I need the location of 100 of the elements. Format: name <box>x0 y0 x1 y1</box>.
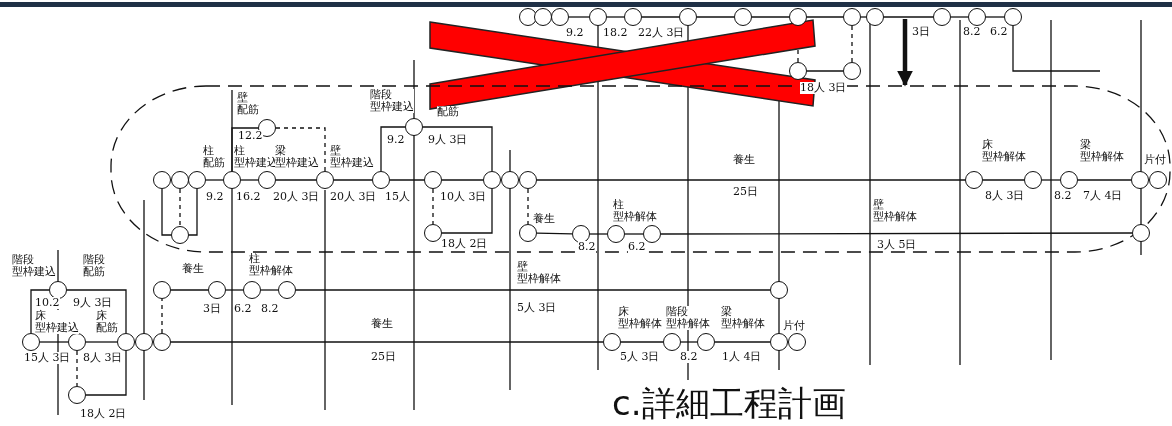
event-circle <box>843 8 861 26</box>
event-circle <box>258 171 276 189</box>
activity-label: 9.2 <box>566 27 584 39</box>
connector-line <box>161 298 163 334</box>
connector-line <box>536 232 573 235</box>
connector-line <box>568 16 590 18</box>
activity-label: 1人 4日 <box>722 351 762 363</box>
event-circle <box>519 171 537 189</box>
connector-line <box>806 16 844 18</box>
event-circle <box>424 171 442 189</box>
event-circle <box>188 171 206 189</box>
connector-line <box>205 179 224 181</box>
activity-label: 9.2 <box>387 134 405 146</box>
activity-label: 3人 5日 <box>877 239 917 251</box>
connector-line <box>751 16 790 18</box>
event-circle <box>519 224 537 242</box>
connector-line <box>660 232 1133 235</box>
event-circle <box>968 8 986 26</box>
event-circle <box>551 8 569 26</box>
connector-line <box>422 126 493 172</box>
event-circle <box>1060 171 1078 189</box>
activity-label: 柱型枠解体 <box>613 199 657 223</box>
event-circle <box>603 333 621 351</box>
connector-line <box>170 289 209 291</box>
connector-line <box>170 341 604 343</box>
activity-label: 20人 3日 <box>330 191 377 203</box>
activity-label: 床型枠解体 <box>982 139 1026 163</box>
activity-label: 床型枠建込 <box>35 310 79 334</box>
activity-label: 3日 <box>203 303 221 315</box>
connector-line <box>1012 25 1101 72</box>
event-circle <box>572 225 590 243</box>
event-circle <box>679 8 697 26</box>
connector-line <box>714 341 771 343</box>
event-circle <box>49 281 67 299</box>
event-circle <box>843 62 861 80</box>
activity-label: 階段型枠建込 <box>370 89 414 113</box>
activity-label: 8.2 <box>963 26 981 38</box>
connector-line <box>275 127 326 172</box>
connector-line <box>680 341 698 343</box>
connector-line <box>295 289 771 291</box>
event-circle <box>789 8 807 26</box>
activity-label: 梁型枠解体 <box>721 306 765 330</box>
connector-line <box>260 289 279 291</box>
event-circle <box>519 8 537 26</box>
activity-label: 6.2 <box>234 303 252 315</box>
event-circle <box>534 8 552 26</box>
activity-label: 9人 3日 <box>428 134 468 146</box>
event-circle <box>965 171 983 189</box>
event-circle <box>153 281 171 299</box>
connector-line <box>66 289 127 334</box>
connector-line <box>275 179 317 181</box>
activity-label: 10人 3日 <box>440 191 487 203</box>
event-circle <box>789 62 807 80</box>
event-circle <box>405 118 423 136</box>
event-circle <box>372 171 390 189</box>
event-circle <box>697 333 715 351</box>
connector-line <box>851 25 853 63</box>
activity-label: 壁型枠建込 <box>330 145 374 169</box>
event-circle <box>770 333 788 351</box>
event-circle <box>171 171 189 189</box>
connector-line <box>179 188 181 227</box>
connector-line <box>76 350 78 387</box>
activity-label: 床配筋 <box>96 310 118 334</box>
event-circle <box>135 333 153 351</box>
activity-label: 階段型枠解体 <box>666 306 710 330</box>
event-circle <box>68 386 86 404</box>
activity-label: 18.2 <box>603 27 628 39</box>
event-circle <box>483 171 501 189</box>
event-circle <box>607 225 625 243</box>
activity-label: 8.2 <box>578 241 596 253</box>
activity-label: 養生 <box>533 213 555 225</box>
connector-line <box>624 233 644 235</box>
event-circle <box>117 333 135 351</box>
activity-label: 18人 3日 <box>800 82 847 94</box>
connector-line <box>432 188 434 225</box>
event-circle <box>866 8 884 26</box>
activity-label: 12.2 <box>238 130 263 142</box>
activity-label: 壁配筋 <box>237 92 259 116</box>
activity-label: 養生 <box>182 263 204 275</box>
activity-label: 8.2 <box>1054 190 1072 202</box>
activity-label: 22人 3日 <box>638 27 685 39</box>
event-circle <box>68 333 86 351</box>
activity-label: 片付 <box>783 320 805 332</box>
activity-label: 10.2 <box>35 297 60 309</box>
event-circle <box>316 171 334 189</box>
activity-label: 15人 <box>385 191 410 203</box>
event-circle <box>1149 171 1167 189</box>
activity-label: 16.2 <box>236 191 261 203</box>
event-circle <box>589 8 607 26</box>
event-circle <box>424 224 442 242</box>
event-circle <box>153 171 171 189</box>
connector-line <box>85 350 127 396</box>
activity-label: 20人 3日 <box>273 191 320 203</box>
activity-label: 5人 3日 <box>517 302 557 314</box>
activity-label: 3日 <box>912 26 930 38</box>
event-circle <box>770 281 788 299</box>
connector-line <box>188 188 198 236</box>
event-circle <box>1024 171 1042 189</box>
activity-label: 15人 3日 <box>24 352 71 364</box>
event-circle <box>734 8 752 26</box>
